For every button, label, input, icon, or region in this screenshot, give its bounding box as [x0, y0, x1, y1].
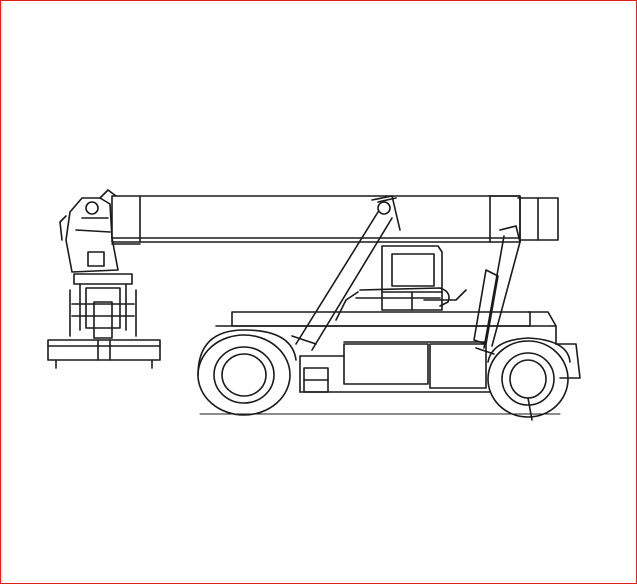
- rear-support-arm: [474, 226, 520, 354]
- spreader-beam: [48, 340, 160, 368]
- lift-cylinder: [292, 196, 400, 350]
- spreader-head: [60, 190, 136, 338]
- operator-cab: [356, 246, 449, 310]
- front-wheel: [198, 330, 296, 415]
- telescopic-boom: [112, 196, 558, 244]
- chassis: [216, 290, 580, 392]
- rear-wheel: [488, 338, 570, 420]
